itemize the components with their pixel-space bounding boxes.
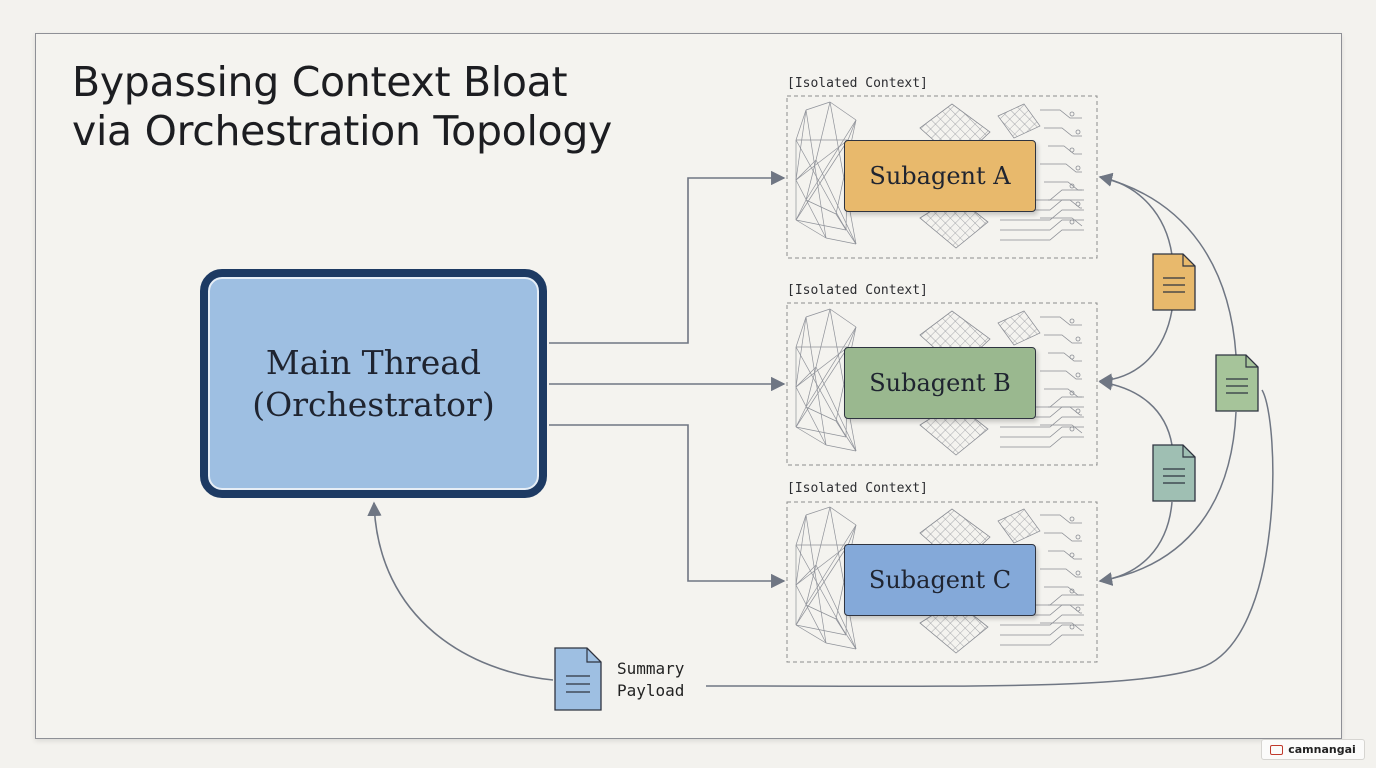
return-curve-5: [1098, 377, 1173, 446]
isolated-context-box-a: [786, 95, 1098, 259]
return-curve-6: [1098, 501, 1173, 586]
isolated-context-box-b: [786, 302, 1098, 466]
summary-to-main-arrow: [367, 501, 554, 681]
document-icon: [1152, 253, 1196, 311]
context-label-c: [Isolated Context]: [787, 481, 928, 496]
document-icon: [554, 647, 602, 711]
dispatch-arrow-c: [549, 424, 786, 589]
main-thread-node: Main Thread (Orchestrator): [200, 269, 547, 498]
return-curve-2: [1098, 172, 1173, 256]
title-line-2: via Orchestration Topology: [72, 107, 613, 155]
title-line-1: Bypassing Context Bloat: [72, 58, 568, 106]
summary-return-line: [705, 389, 1274, 688]
context-label-a: [Isolated Context]: [787, 76, 928, 91]
diagram-title: Bypassing Context Bloat via Orchestratio…: [72, 58, 692, 156]
return-curve-1: [1098, 309, 1173, 387]
watermark-badge: camnangai: [1261, 739, 1365, 760]
context-label-b: [Isolated Context]: [787, 283, 928, 298]
return-curve-3: [1098, 173, 1237, 356]
return-curve-4: [1098, 411, 1237, 586]
main-thread-label: Main Thread: [265, 342, 482, 382]
watermark-text: camnangai: [1288, 743, 1356, 756]
payload-line-1: Summary: [617, 659, 685, 678]
payload-line-2: Payload: [617, 681, 685, 700]
watermark-logo-icon: [1270, 744, 1284, 755]
dispatch-arrow-a: [549, 170, 786, 344]
document-icon: [1152, 444, 1196, 502]
isolated-context-box-c: [786, 501, 1098, 663]
subagent-c-node: Subagent C: [844, 544, 1036, 616]
subagent-b-node: Subagent B: [844, 347, 1036, 419]
subagent-a-node: Subagent A: [844, 140, 1036, 212]
main-thread-sublabel: (Orchestrator): [252, 384, 495, 424]
summary-payload-label: Summary Payload: [617, 658, 684, 702]
document-icon: [1215, 354, 1259, 412]
